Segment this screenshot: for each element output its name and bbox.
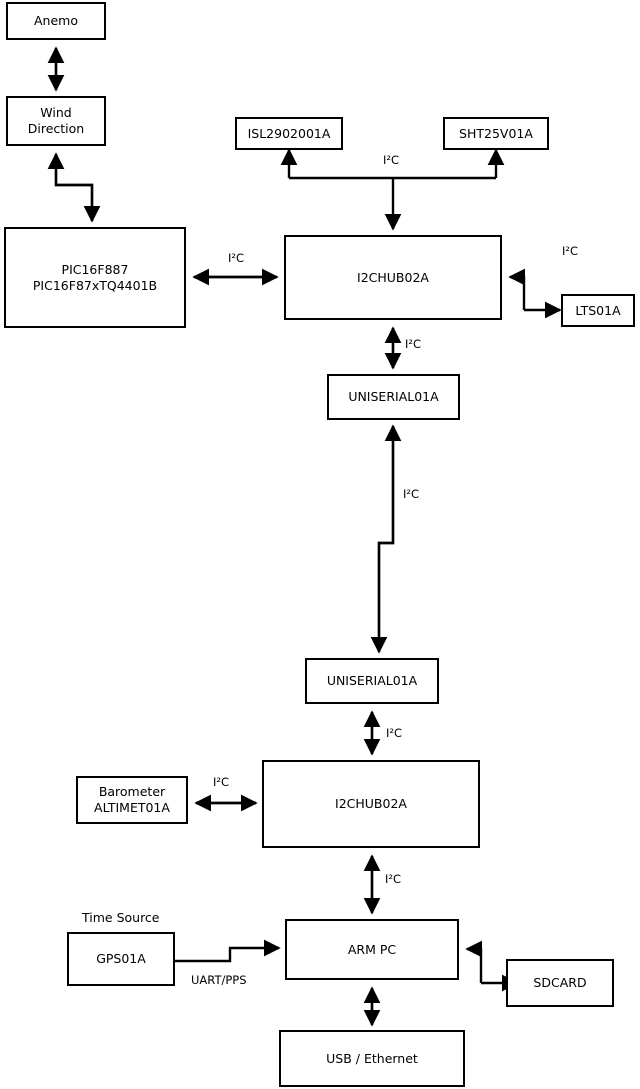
wire-winddir-pic-up xyxy=(47,152,94,221)
node-anemo-label: Anemo xyxy=(34,13,78,29)
wire-arm-sdcard-in xyxy=(465,940,483,983)
edge-label-i2c-barometer-hub2: I²C xyxy=(213,775,230,789)
node-pic-mcu[interactable]: PIC16F887 PIC16F87xTQ4401B xyxy=(4,227,186,328)
node-sht25v01a-label: SHT25V01A xyxy=(459,125,533,141)
node-usb-ethernet-label: USB / Ethernet xyxy=(326,1050,418,1066)
node-lts01a[interactable]: LTS01A xyxy=(561,294,635,327)
node-wind-direction[interactable]: Wind Direction xyxy=(6,96,106,146)
node-barometer-label: Barometer ALTIMET01A xyxy=(94,784,170,815)
edge-label-i2c-pic-hub: I²C xyxy=(228,251,245,265)
node-usb-ethernet[interactable]: USB / Ethernet xyxy=(279,1030,465,1087)
wire-winddir-pic-down xyxy=(54,154,101,223)
node-wind-direction-label: Wind Direction xyxy=(27,105,85,136)
edge-label-i2c-hub2-arm: I²C xyxy=(385,872,402,886)
wire-uniser-link-up xyxy=(377,424,402,652)
node-uniserial01a-lower[interactable]: UNISERIAL01A xyxy=(305,658,439,704)
node-uniserial01a-upper[interactable]: UNISERIAL01A xyxy=(327,374,460,420)
wire-uniser-link-down xyxy=(370,426,395,654)
wire-gps-arm xyxy=(175,939,281,963)
node-i2chub02a-bottom-label: I2CHUB02A xyxy=(335,796,407,812)
node-isl2902001a[interactable]: ISL2902001A xyxy=(235,117,343,150)
edge-label-i2c-uniserial-hub2: I²C xyxy=(386,726,403,740)
node-uniserial01a-upper-label: UNISERIAL01A xyxy=(348,389,439,405)
node-arm-pc-label: ARM PC xyxy=(347,941,397,957)
node-isl2902001a-label: ISL2902001A xyxy=(247,125,331,141)
node-sht25v01a[interactable]: SHT25V01A xyxy=(443,117,549,150)
wire-hub-lts-in xyxy=(508,268,526,310)
node-uniserial01a-lower-label: UNISERIAL01A xyxy=(326,673,418,689)
node-i2chub02a-bottom[interactable]: I2CHUB02A xyxy=(262,760,480,848)
node-pic-mcu-label: PIC16F887 PIC16F87xTQ4401B xyxy=(32,261,158,293)
node-sdcard-label: SDCARD xyxy=(533,975,587,991)
node-i2chub02a-top[interactable]: I2CHUB02A xyxy=(284,235,502,320)
edge-label-uart-pps: UART/PPS xyxy=(191,973,247,987)
node-lts01a-label: LTS01A xyxy=(575,302,621,318)
annotation-time-source: Time Source xyxy=(82,910,160,925)
edge-label-i2c-top-bus: I²C xyxy=(383,153,400,167)
node-i2chub02a-top-label: I2CHUB02A xyxy=(357,269,429,285)
edge-label-i2c-hub-uniserial: I²C xyxy=(405,337,422,351)
node-gps01a[interactable]: GPS01A xyxy=(67,932,175,986)
node-barometer[interactable]: Barometer ALTIMET01A xyxy=(76,776,188,824)
node-sdcard[interactable]: SDCARD xyxy=(506,959,614,1007)
node-arm-pc[interactable]: ARM PC xyxy=(285,919,459,980)
edge-label-i2c-uniserial-link: I²C xyxy=(403,487,420,501)
edge-label-i2c-hub-lts: I²C xyxy=(562,244,579,258)
node-anemo[interactable]: Anemo xyxy=(6,2,106,40)
node-gps01a-label: GPS01A xyxy=(96,951,146,967)
